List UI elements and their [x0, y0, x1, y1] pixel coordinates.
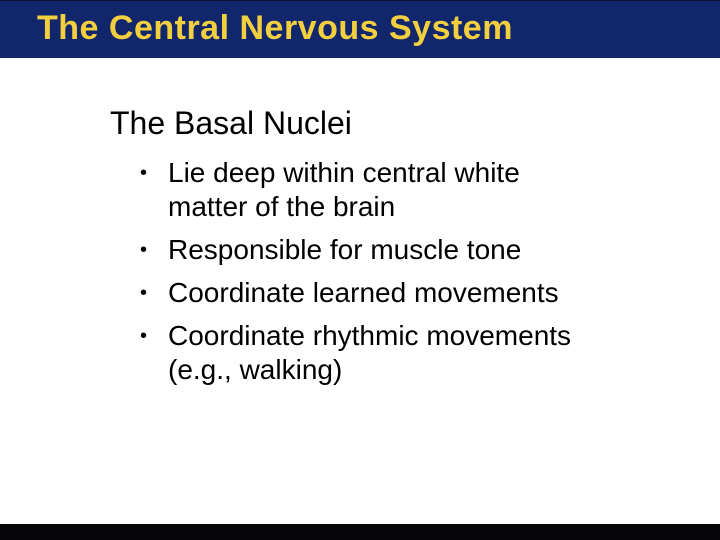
- footer-bar: [0, 524, 720, 540]
- bullet-dot-icon: •: [140, 325, 148, 347]
- bullet-text: Responsible for muscle tone: [168, 234, 522, 265]
- subtitle: The Basal Nuclei: [110, 105, 352, 141]
- bullet-dot-icon: •: [140, 282, 148, 304]
- bullet-item: • Responsible for muscle tone: [140, 233, 640, 267]
- slide-body: The Basal Nuclei • Lie deep within centr…: [0, 58, 720, 524]
- bullet-text: Lie deep within central white matter of …: [168, 157, 520, 222]
- bullet-item: • Coordinate learned movements: [140, 276, 640, 310]
- bullet-item: • Lie deep within central white matter o…: [140, 156, 640, 224]
- bullet-text: Coordinate learned movements: [168, 277, 559, 308]
- bullet-list: • Lie deep within central white matter o…: [140, 156, 640, 387]
- header-bar: The Central Nervous System: [0, 0, 720, 58]
- slide-title: The Central Nervous System: [37, 8, 513, 47]
- bullet-dot-icon: •: [140, 162, 148, 184]
- bullet-text: Coordinate rhythmic movements (e.g., wal…: [168, 320, 572, 385]
- bullet-dot-icon: •: [140, 239, 148, 261]
- bullet-item: • Coordinate rhythmic movements (e.g., w…: [140, 319, 640, 387]
